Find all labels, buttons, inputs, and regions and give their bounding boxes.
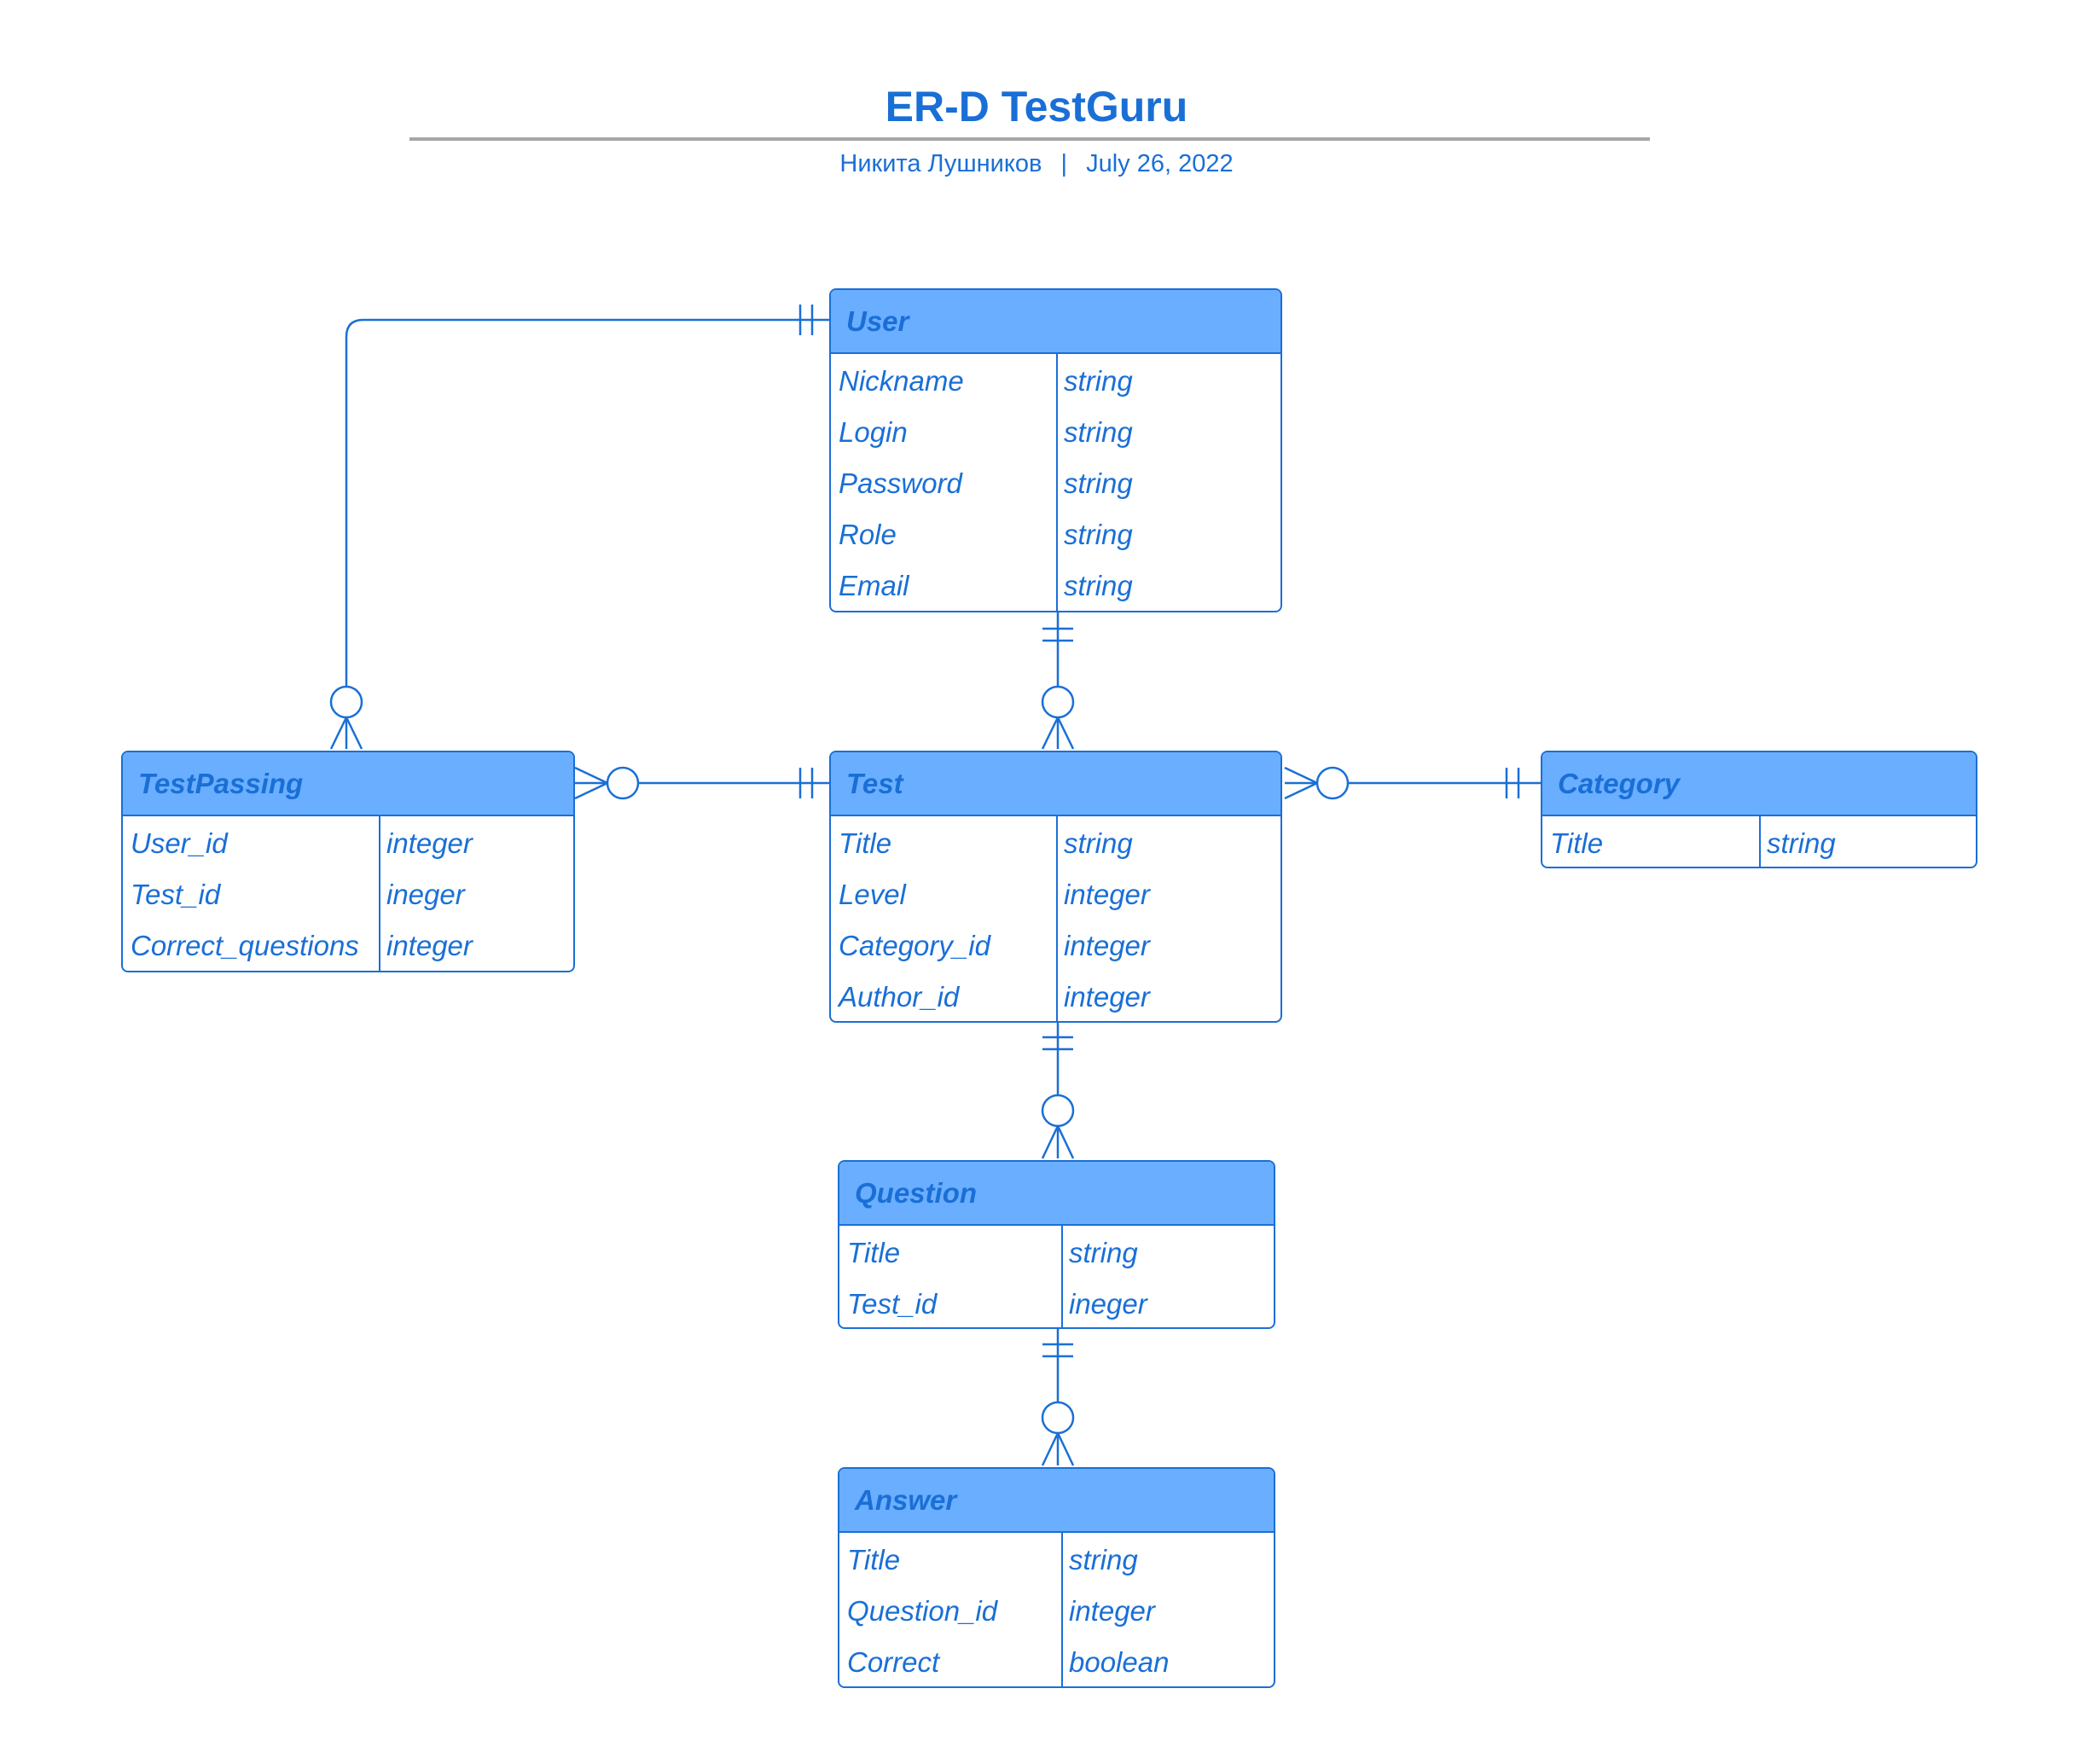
field-type: boolean xyxy=(1069,1646,1170,1678)
field-row: Correct_questions integer xyxy=(123,920,573,971)
entity-header: User xyxy=(831,290,1280,354)
title-divider xyxy=(409,137,1650,141)
field-row: Login string xyxy=(831,407,1280,458)
field-type: string xyxy=(1069,1237,1138,1268)
field-type: integer xyxy=(386,827,473,859)
field-name: Correct xyxy=(847,1646,940,1678)
relationship-test-testpassing xyxy=(574,766,829,800)
field-name: Role xyxy=(839,519,897,550)
field-name: Test_id xyxy=(131,879,221,910)
entity-fields: Title string Test_id ineger xyxy=(839,1226,1274,1327)
field-type: ineger xyxy=(386,879,465,910)
entity-question[interactable]: Question Title string Test_id ineger xyxy=(838,1160,1275,1329)
field-name: Question_id xyxy=(847,1595,998,1627)
subtitle-separator: | xyxy=(1060,150,1068,177)
field-row: Title string xyxy=(831,818,1280,869)
field-row: Title string xyxy=(839,1535,1274,1586)
entity-fields: User_id integer Test_id ineger Correct_q… xyxy=(123,816,573,971)
entity-fields: Title string xyxy=(1542,816,1976,867)
field-name: Title xyxy=(847,1237,901,1268)
field-row: Title string xyxy=(1542,818,1976,867)
column-divider xyxy=(1056,354,1058,611)
field-name: Test_id xyxy=(847,1288,938,1320)
field-row: Title string xyxy=(839,1227,1274,1279)
field-name: Title xyxy=(847,1544,901,1575)
field-name: Category_id xyxy=(839,930,990,961)
field-type: string xyxy=(1069,1544,1138,1575)
field-name: Author_id xyxy=(839,981,960,1013)
entity-header: Category xyxy=(1542,752,1976,816)
diagram-date: July 26, 2022 xyxy=(1086,150,1234,177)
diagram-subtitle: Никита Лушников | July 26, 2022 xyxy=(0,150,2073,178)
field-name: Correct_questions xyxy=(131,930,359,961)
field-name: Title xyxy=(839,827,892,859)
field-name: Title xyxy=(1550,827,1604,859)
field-name: Login xyxy=(839,416,908,448)
field-type: integer xyxy=(1064,879,1150,910)
field-name: Password xyxy=(839,467,962,499)
field-type: integer xyxy=(1064,981,1150,1013)
author-name: Никита Лушников xyxy=(839,150,1042,177)
column-divider xyxy=(1056,816,1058,1021)
entity-header: TestPassing xyxy=(123,752,573,816)
field-row: Role string xyxy=(831,509,1280,560)
entity-header: Answer xyxy=(839,1469,1274,1533)
field-row: Question_id integer xyxy=(839,1586,1274,1637)
field-name: Nickname xyxy=(839,365,964,397)
field-name: User_id xyxy=(131,827,228,859)
field-type: integer xyxy=(1069,1595,1155,1627)
field-type: integer xyxy=(386,930,473,961)
entity-user[interactable]: User Nickname string Login string Passwo… xyxy=(829,288,1282,612)
field-type: string xyxy=(1064,467,1133,499)
column-divider xyxy=(1759,816,1761,867)
field-type: string xyxy=(1064,365,1133,397)
relationship-question-answer xyxy=(1041,1327,1075,1466)
field-type: integer xyxy=(1064,930,1150,961)
diagram-title: ER-D TestGuru xyxy=(885,83,1188,131)
entity-header: Test xyxy=(831,752,1280,816)
column-divider xyxy=(379,816,380,971)
field-row: Correct boolean xyxy=(839,1637,1274,1686)
entity-answer[interactable]: Answer Title string Question_id integer … xyxy=(838,1467,1275,1688)
field-type: ineger xyxy=(1069,1288,1147,1320)
field-type: string xyxy=(1064,570,1133,601)
entity-testpassing[interactable]: TestPassing User_id integer Test_id ineg… xyxy=(121,751,575,972)
field-type: string xyxy=(1064,416,1133,448)
field-type: string xyxy=(1064,519,1133,550)
entity-test[interactable]: Test Title string Level integer Category… xyxy=(829,751,1282,1023)
field-type: string xyxy=(1767,827,1836,859)
field-row: Category_id integer xyxy=(831,920,1280,972)
entity-header: Question xyxy=(839,1162,1274,1226)
field-row: Password string xyxy=(831,458,1280,509)
field-row: Test_id ineger xyxy=(123,869,573,920)
column-divider xyxy=(1061,1533,1063,1686)
entity-category[interactable]: Category Title string xyxy=(1541,751,1977,868)
field-row: User_id integer xyxy=(123,818,573,869)
relationship-user-testpassing xyxy=(329,305,829,750)
field-name: Email xyxy=(839,570,909,601)
field-row: Author_id integer xyxy=(831,972,1280,1021)
field-row: Nickname string xyxy=(831,356,1280,407)
entity-fields: Title string Level integer Category_id i… xyxy=(831,816,1280,1021)
field-name: Level xyxy=(839,879,906,910)
relationship-category-test xyxy=(1284,766,1541,800)
relationship-test-question xyxy=(1041,1021,1075,1159)
field-row: Test_id ineger xyxy=(839,1279,1274,1327)
field-type: string xyxy=(1064,827,1133,859)
field-row: Email string xyxy=(831,560,1280,611)
entity-fields: Title string Question_id integer Correct… xyxy=(839,1533,1274,1686)
relationship-user-test xyxy=(1041,612,1075,750)
field-row: Level integer xyxy=(831,869,1280,920)
column-divider xyxy=(1061,1226,1063,1327)
entity-fields: Nickname string Login string Password st… xyxy=(831,354,1280,611)
